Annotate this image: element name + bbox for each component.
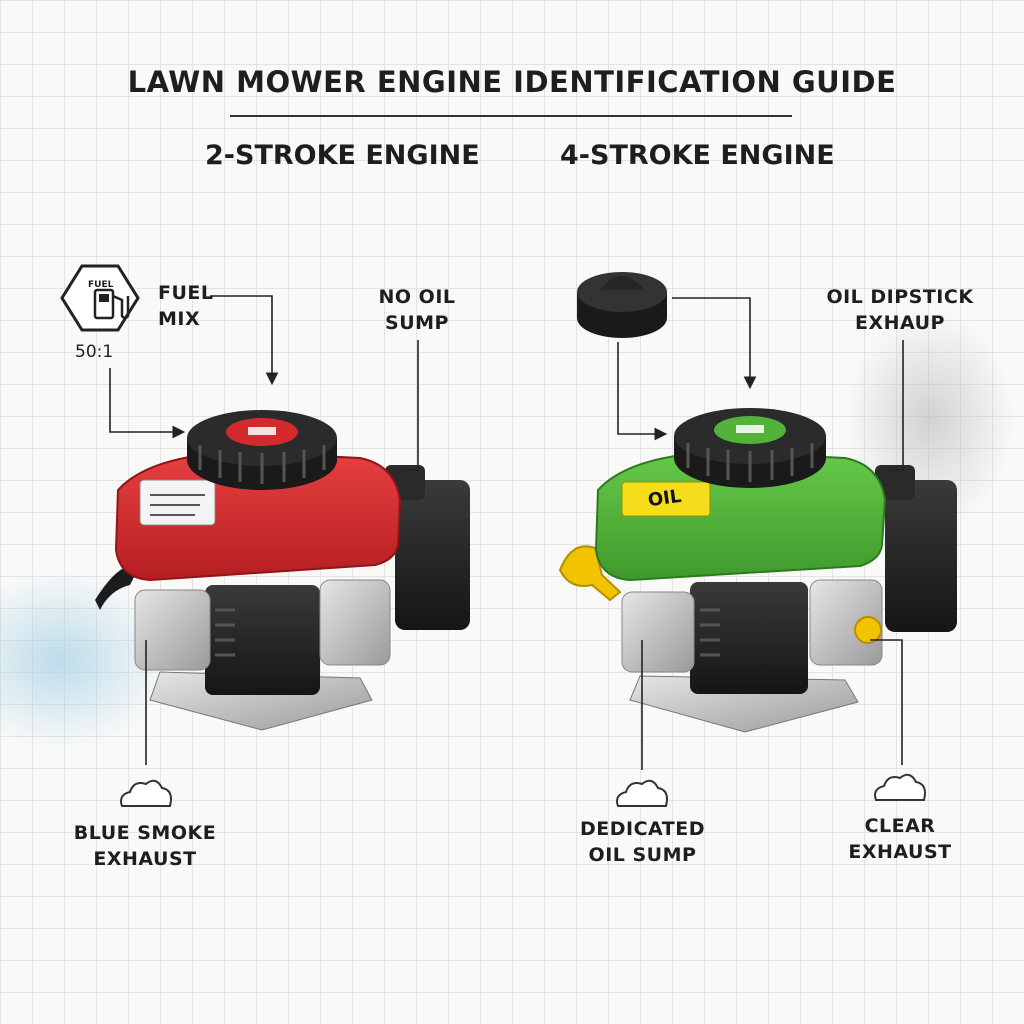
dedicated-oil-sump-label: DEDICATED OIL SUMP xyxy=(580,818,705,866)
oil-drain-plug xyxy=(854,616,882,644)
four-stroke-engine xyxy=(558,310,1015,733)
blue-smoke-label: BLUE SMOKE EXHAUST xyxy=(73,822,217,870)
cloud-icon xyxy=(616,779,668,807)
fuel-ratio: 50:1 xyxy=(75,342,114,362)
cloud-icon xyxy=(120,779,172,807)
two-stroke-heading: 2-STROKE ENGINE xyxy=(205,140,480,171)
clear-exhaust-leader xyxy=(870,639,903,765)
oil-cap-icon xyxy=(577,272,667,338)
no-oil-sump-label: NO OIL SUMP xyxy=(378,286,456,334)
cloud-icon xyxy=(874,773,926,801)
blue-smoke xyxy=(0,570,170,750)
oil-sticker xyxy=(621,481,711,517)
dipstick-handle xyxy=(558,545,622,602)
fuel-icon-label: FUEL xyxy=(88,280,114,290)
exhaust-top-leader xyxy=(890,340,904,471)
clear-exhaust-label: CLEAR EXHAUST xyxy=(848,815,952,863)
page-title: LAWN MOWER ENGINE IDENTIFICATION GUIDE xyxy=(127,65,897,99)
ratio-leader xyxy=(109,368,186,439)
oil-sticker-label: OIL xyxy=(646,485,683,512)
no-oil-leader xyxy=(403,340,419,471)
oil-dipstick-label: OIL DIPSTICK EXHAUP xyxy=(826,286,974,334)
fuel-icon xyxy=(60,264,140,332)
two-stroke-engine xyxy=(0,410,470,750)
fuel-mix-label: FUEL MIX xyxy=(158,282,214,330)
oil-cap-leader xyxy=(617,342,668,441)
dipstick-leader xyxy=(672,297,757,390)
four-stroke-heading: 4-STROKE ENGINE xyxy=(560,140,835,171)
fuel-mix-leader xyxy=(210,295,279,386)
